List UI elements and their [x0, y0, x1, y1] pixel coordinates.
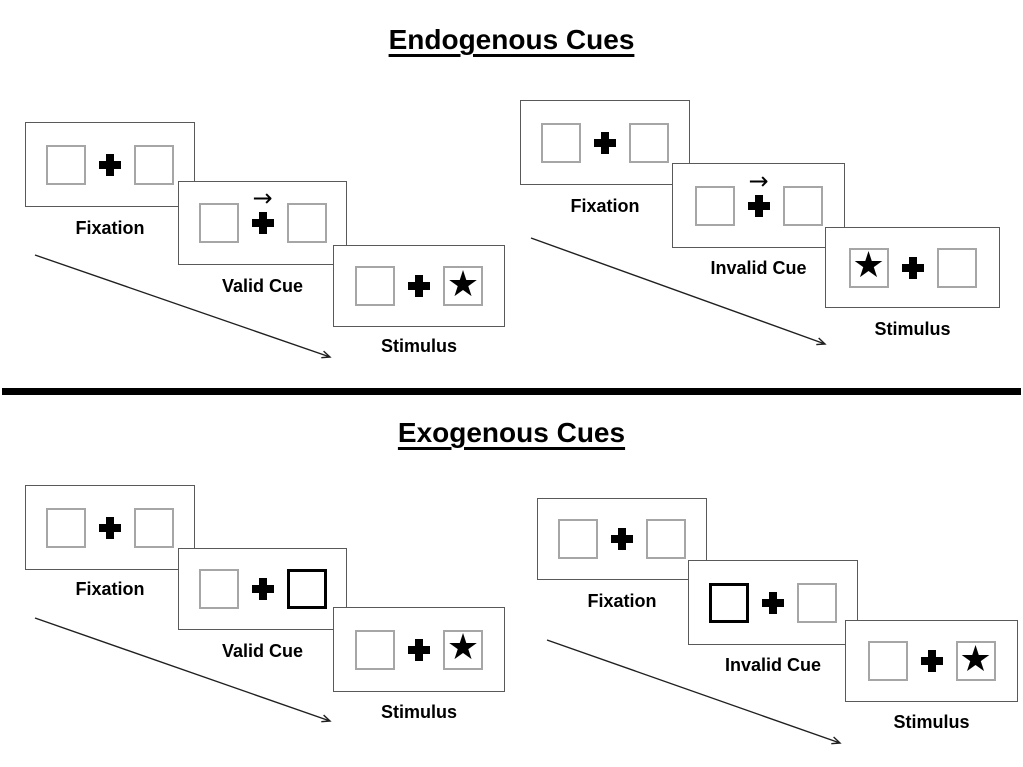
right-box: ★ [955, 638, 996, 681]
left-box [46, 507, 86, 548]
endogenous-valid-cue-panel: → [178, 181, 347, 265]
exogenous-valid-cue-panel [178, 548, 347, 630]
fixation-cross-icon [251, 578, 274, 600]
section-divider [2, 388, 1021, 395]
fixation-cross-wrap [611, 528, 633, 550]
endogenous-invalid-cue-panel: → [672, 163, 845, 248]
right-box: ★ [443, 627, 483, 670]
fixation-cross-wrap [920, 650, 943, 672]
fixation-cross-wrap [594, 131, 616, 154]
fixation-cross-icon [408, 638, 430, 661]
left-box: ★ [848, 245, 889, 288]
exogenous-valid-fixation-panel [25, 485, 195, 570]
star-icon: ★ [446, 263, 480, 305]
timeline-arrow-endogenous-invalid [530, 237, 827, 346]
panel-label: Valid Cue [221, 641, 304, 661]
timeline-arrow-endogenous-valid [34, 254, 332, 359]
left-box [541, 122, 581, 163]
fixation-cross-icon [99, 153, 121, 176]
exogenous-section-title: Exogenous Cues [397, 417, 626, 448]
panel-label: Stimulus [380, 702, 457, 722]
fixation-cross-icon [762, 591, 784, 614]
fixation-cross-wrap [408, 275, 430, 297]
right-box: ★ [443, 266, 483, 306]
left-box [867, 641, 908, 681]
panel-label: Fixation [587, 591, 657, 611]
panel-label: Fixation [75, 579, 145, 599]
fixation-cross-wrap [408, 638, 430, 661]
fixation-cross-icon [611, 528, 633, 550]
fixation-cross-wrap [99, 153, 121, 176]
cue-arrow-icon: → [748, 166, 769, 195]
endogenous-valid-stimulus-panel: ★ [333, 245, 505, 327]
left-box [558, 519, 598, 559]
panel-label: Fixation [75, 218, 145, 238]
right-box [286, 203, 327, 243]
panel-label: Stimulus [874, 319, 951, 339]
left-box [694, 185, 735, 226]
fixation-cross-icon [251, 212, 274, 234]
fixation-cross-icon [747, 194, 770, 217]
fixation-cross-icon [408, 275, 430, 297]
panel-label: Stimulus [893, 712, 970, 732]
fixation-cross-icon [594, 131, 616, 154]
right-box [936, 247, 977, 288]
panel-label: Stimulus [380, 336, 457, 356]
endogenous-invalid-fixation-panel [520, 100, 690, 185]
panel-label: Invalid Cue [724, 655, 822, 675]
panel-label: Invalid Cue [710, 258, 807, 278]
exogenous-invalid-fixation-panel [537, 498, 707, 580]
left-box-highlighted [709, 582, 749, 623]
right-box [782, 185, 823, 226]
star-icon: ★ [446, 627, 480, 668]
endogenous-valid-fixation-panel [25, 122, 195, 207]
right-box [134, 507, 174, 548]
fixation-cross-icon [99, 516, 121, 539]
right-box [797, 582, 837, 623]
exogenous-invalid-stimulus-panel: ★ [845, 620, 1018, 702]
fixation-cross-wrap: → [251, 186, 274, 234]
right-box [629, 122, 669, 163]
left-box [355, 266, 395, 306]
star-icon: ★ [959, 638, 992, 680]
right-box [646, 519, 686, 559]
fixation-cross-wrap [99, 516, 121, 539]
timeline-arrow-exogenous-valid [34, 617, 332, 723]
fixation-cross-wrap [762, 591, 784, 614]
endogenous-section-title: Endogenous Cues [388, 24, 635, 55]
left-box [198, 203, 239, 243]
star-icon: ★ [852, 245, 885, 286]
right-box [134, 144, 174, 185]
fixation-cross-wrap: → [747, 169, 770, 217]
cue-arrow-icon: → [252, 184, 273, 212]
fixation-cross-icon [920, 650, 943, 672]
fixation-cross-wrap [251, 578, 274, 600]
right-box-highlighted [286, 569, 327, 609]
left-box [355, 629, 395, 670]
panel-label: Valid Cue [221, 276, 304, 296]
exogenous-valid-stimulus-panel: ★ [333, 607, 505, 692]
left-box [46, 144, 86, 185]
left-box [198, 569, 239, 609]
fixation-cross-icon [901, 256, 924, 279]
exogenous-invalid-cue-panel [688, 560, 858, 645]
fixation-cross-wrap [901, 256, 924, 279]
panel-label: Fixation [570, 196, 640, 216]
endogenous-invalid-stimulus-panel: ★ [825, 227, 1000, 308]
